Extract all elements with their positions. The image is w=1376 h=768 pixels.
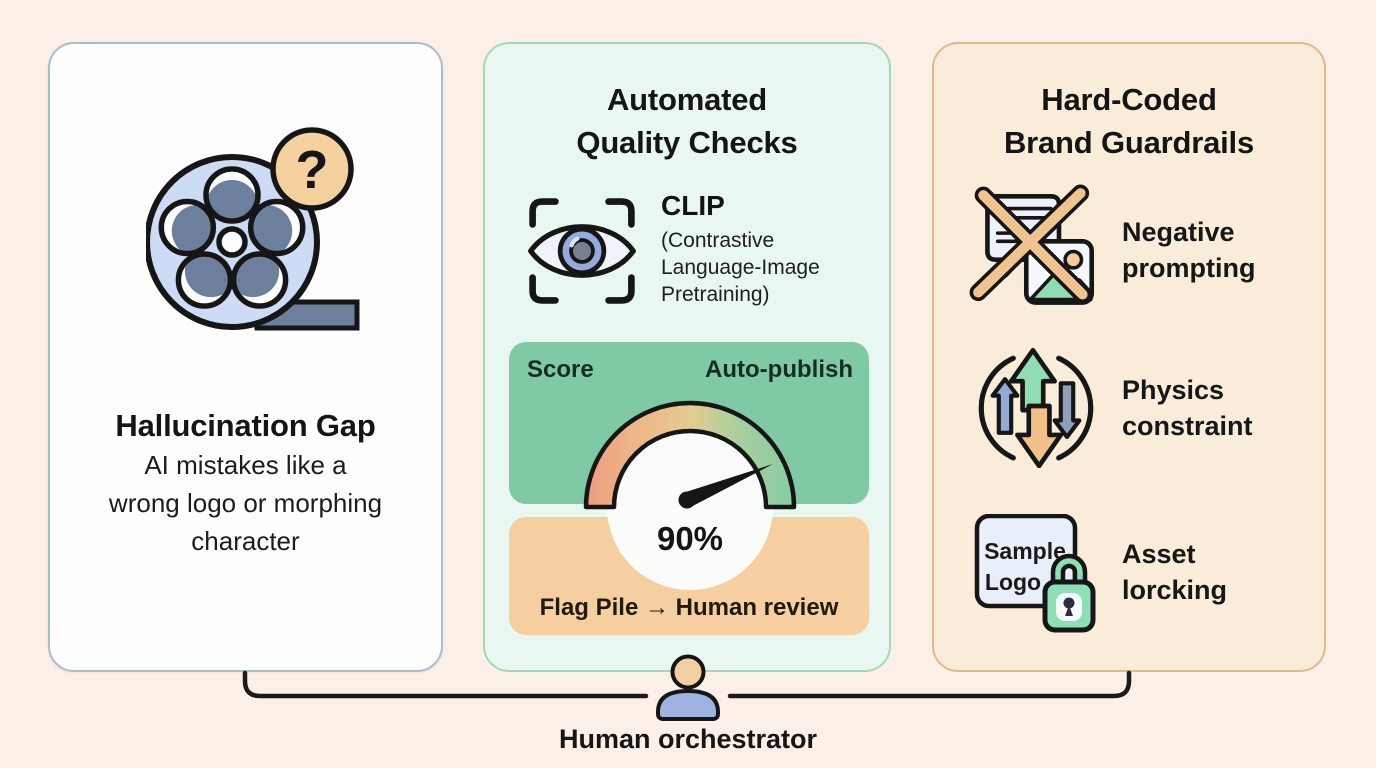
brand-guardrails-card: Hard-Coded Brand Guardrails Negative: [932, 42, 1326, 672]
clip-expansion-line3: Pretraining): [661, 283, 770, 306]
negative-prompting-line2: prompting: [1122, 253, 1256, 283]
hallucination-body: AI mistakes like a wrong logo or morphin…: [108, 450, 383, 556]
physics-constraint-line1: Physics: [1122, 375, 1225, 405]
gauge-needle: [683, 464, 773, 508]
clip-expansion-line1: (Contrastive: [661, 229, 775, 252]
person-icon: [656, 654, 720, 721]
quality-title: Automated Quality Checks: [485, 78, 889, 164]
question-badge: [270, 127, 354, 211]
human-orchestrator-label: Human orchestrator: [558, 724, 818, 754]
flag-pile-label: Flag Pile → Human review: [539, 594, 839, 621]
score-label: Score: [527, 356, 594, 383]
film-reel-question-icon: ?: [146, 127, 360, 331]
asset-locking-line1: Asset: [1122, 539, 1196, 569]
clip-expansion-line2: Language-Image: [661, 256, 820, 279]
negative-prompting-label: Negative prompting: [1122, 214, 1255, 286]
hallucination-title: Hallucination Gap: [115, 408, 376, 443]
guardrails-title-line2: Brand Guardrails: [1003, 125, 1255, 160]
physics-constraint-label: Physics constraint: [1122, 372, 1253, 444]
asset-locking-label: Asset lorcking: [1122, 536, 1227, 608]
gauge-arc: [583, 400, 797, 510]
physics-constraint-line2: constraint: [1122, 411, 1253, 441]
guardrails-title-line1: Hard-Coded: [1041, 82, 1217, 117]
clip-text-block: CLIP (Contrastive Language-Image Pretrai…: [661, 190, 820, 308]
eye-scan-icon: [528, 198, 636, 304]
person-head: [670, 654, 706, 690]
clip-expansion: (Contrastive Language-Image Pretraining): [661, 227, 820, 308]
clip-name: CLIP: [661, 190, 725, 221]
negative-prompting-line1: Negative: [1122, 217, 1235, 247]
locked-logo-icon: Sample Logo: [974, 514, 1096, 633]
auto-publish-label: Auto-publish: [705, 356, 853, 383]
sample-logo-line1: Sample: [984, 538, 1066, 564]
up-down-arrows-cycle-icon: [978, 347, 1094, 468]
gauge-value: 90%: [657, 520, 723, 557]
quality-title-line1: Automated: [606, 82, 768, 117]
person-body: [656, 689, 720, 721]
lock-shackle: [1050, 553, 1088, 587]
hallucination-gap-card: ? Hallucination Gap AI mistakes like a w…: [48, 42, 443, 672]
score-gauge: 90%: [583, 400, 797, 590]
sample-logo-line2: Logo: [985, 569, 1041, 595]
asset-locking-line2: lorcking: [1122, 575, 1228, 605]
guardrails-title: Hard-Coded Brand Guardrails: [934, 78, 1324, 164]
question-mark-glyph: ?: [296, 140, 329, 200]
automated-quality-checks-card: Automated Quality Checks CLIP (Contrasti…: [483, 42, 891, 672]
quality-title-line2: Quality Checks: [576, 125, 798, 160]
flag-pile-panel: Flag Pile → Human review: [509, 517, 869, 635]
crossed-image-prompt-icon: [969, 184, 1095, 305]
